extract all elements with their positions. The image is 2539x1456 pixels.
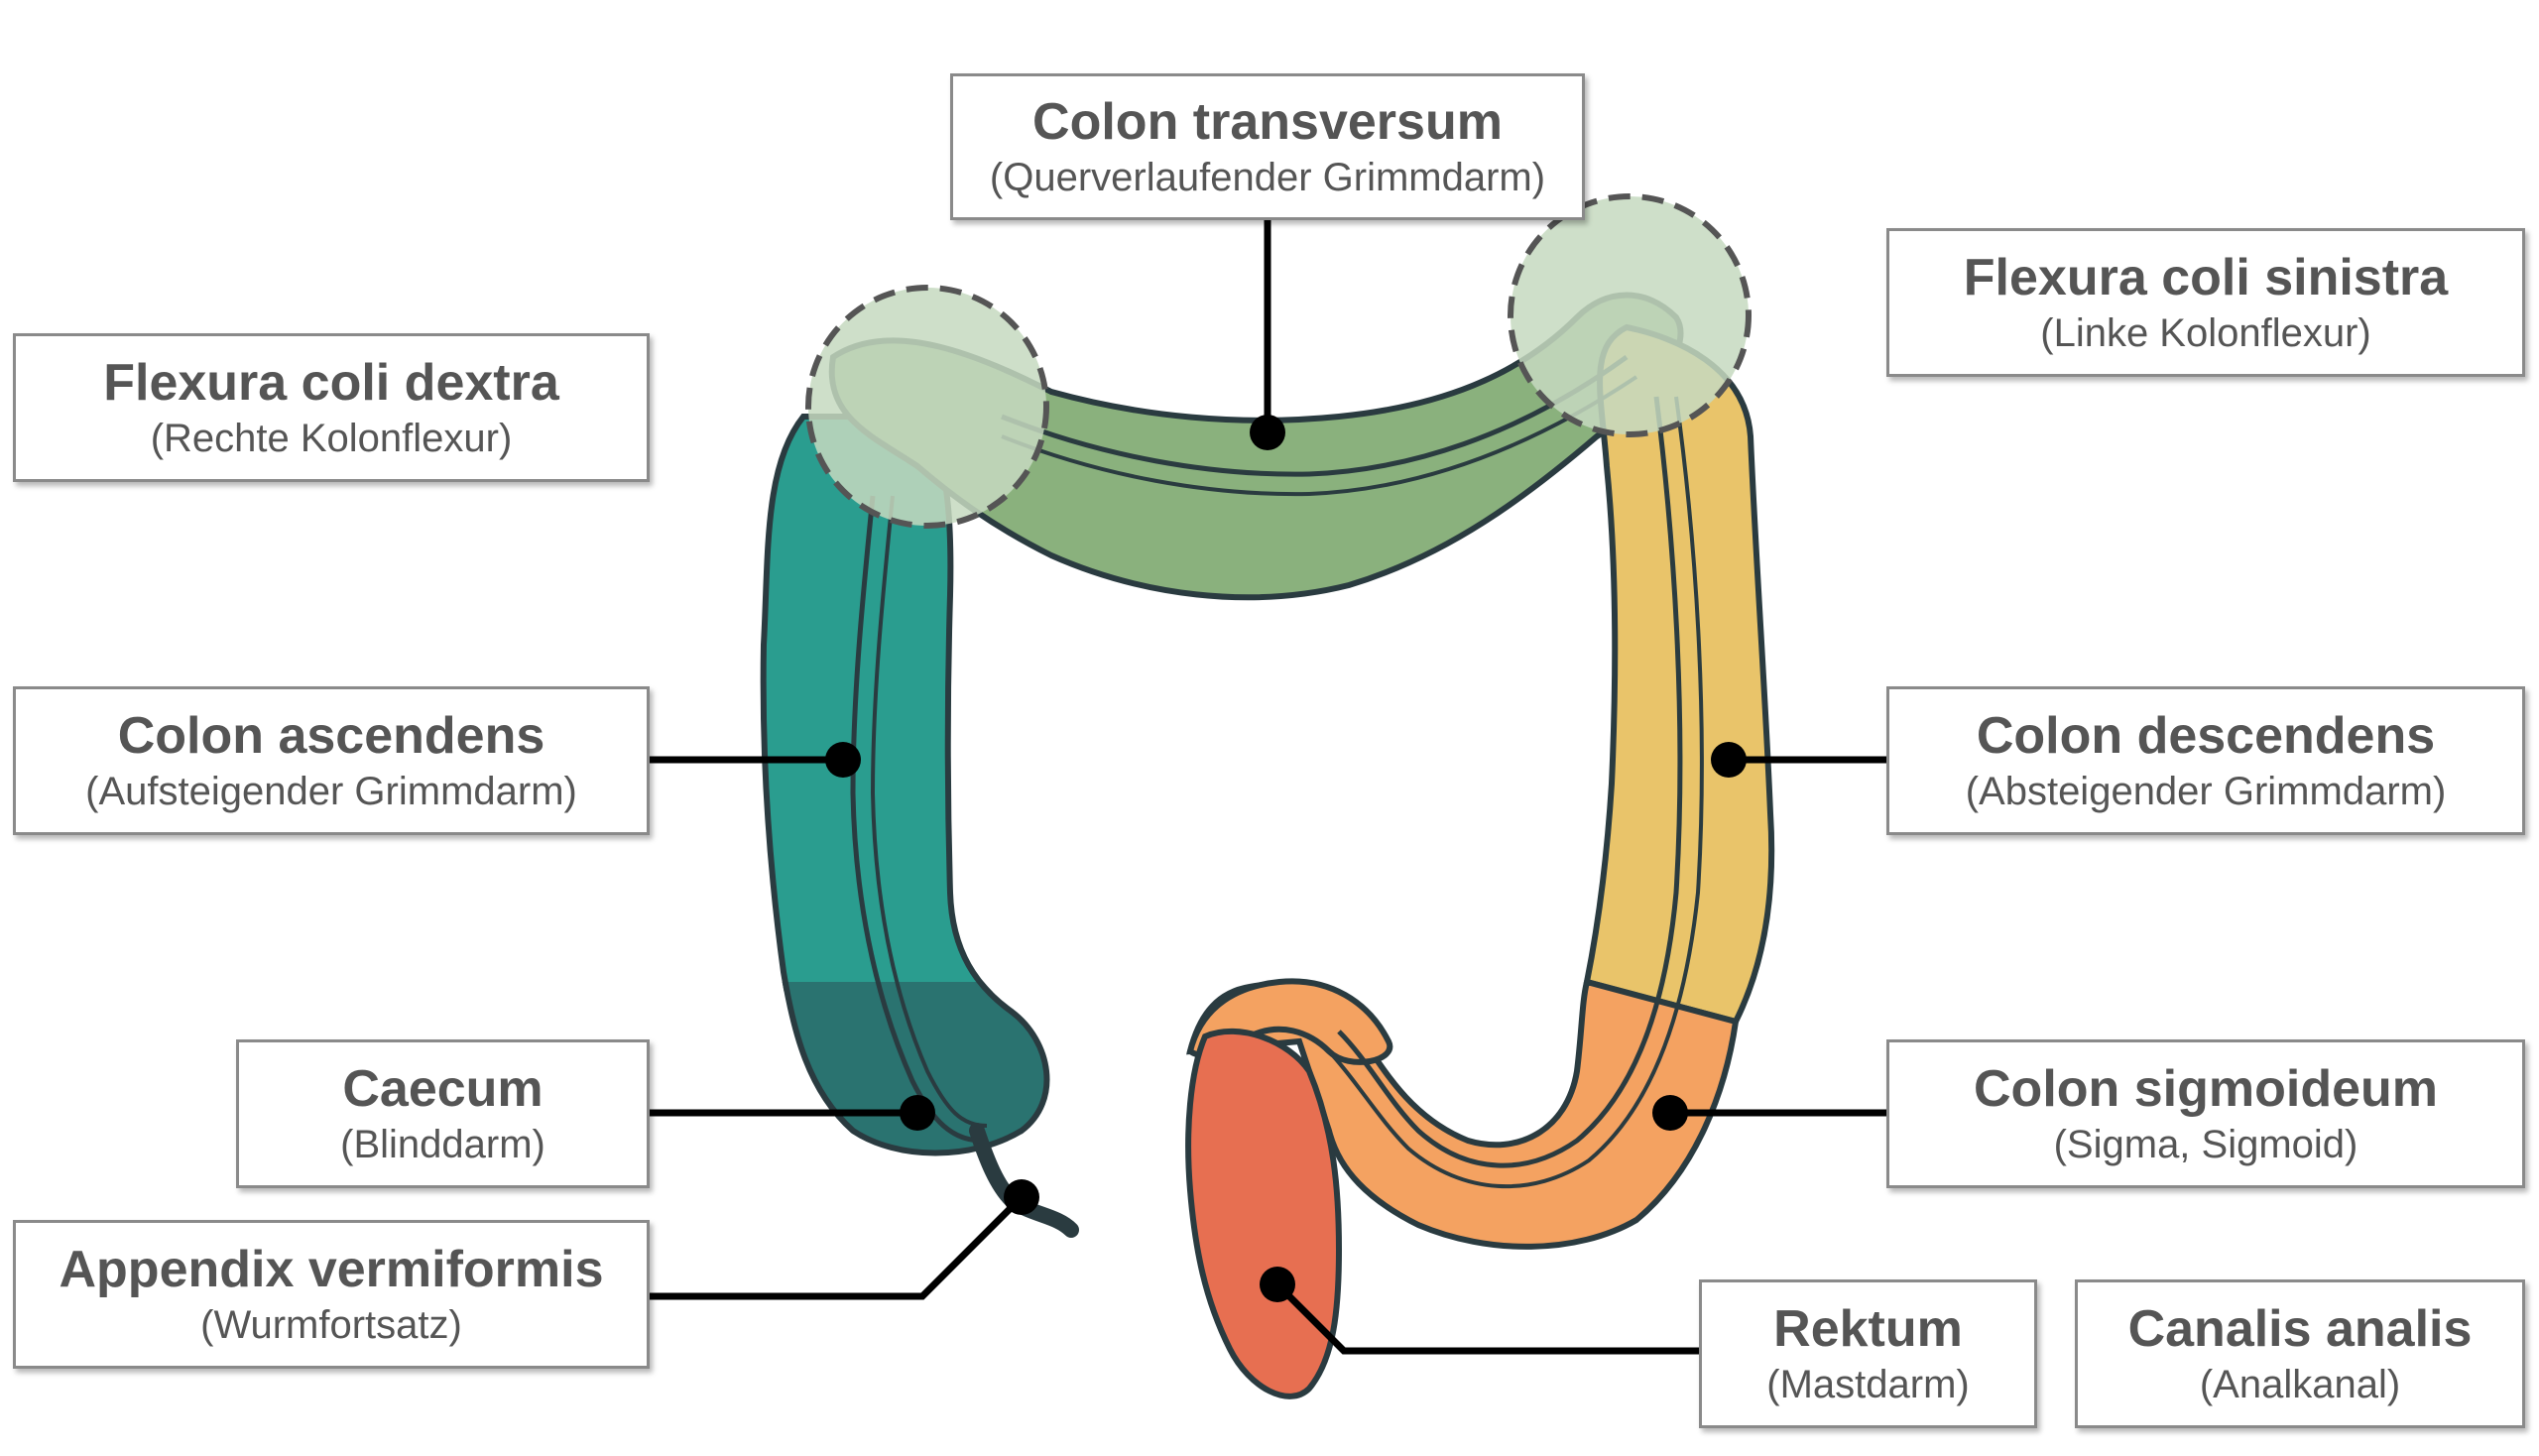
label-subtitle: (Linke Kolonflexur) xyxy=(2040,311,2371,355)
leader-dot-descendens xyxy=(1711,742,1747,778)
leader-dot-appendix xyxy=(1004,1179,1039,1215)
label-subtitle: (Analkanal) xyxy=(2199,1363,2401,1406)
label-rektum: Rektum (Mastdarm) xyxy=(1699,1279,2037,1428)
vessel-line-descendens xyxy=(1337,396,1683,1168)
label-flexura-coli-dextra: Flexura coli dextra (Rechte Kolonflexur) xyxy=(13,333,650,482)
label-subtitle: (Querverlaufender Grimmdarm) xyxy=(989,156,1546,199)
leader-dot-rektum xyxy=(1260,1267,1295,1302)
rektum-segment xyxy=(1185,1028,1343,1399)
label-subtitle: (Mastdarm) xyxy=(1766,1363,1970,1406)
label-subtitle: (Blinddarm) xyxy=(340,1123,545,1166)
leader-dot-transversum xyxy=(1250,415,1285,450)
label-colon-descendens: Colon descendens (Absteigender Grimmdarm… xyxy=(1886,686,2525,835)
label-appendix-vermiformis: Appendix vermiformis (Wurmfortsatz) xyxy=(13,1220,650,1369)
label-title: Canalis analis xyxy=(2127,1300,2473,1358)
vessel-line-transversum xyxy=(1001,354,1629,477)
label-subtitle: (Aufsteigender Grimmdarm) xyxy=(85,770,577,813)
label-subtitle: (Wurmfortsatz) xyxy=(200,1303,462,1347)
label-canalis-analis: Canalis analis (Analkanal) xyxy=(2075,1279,2525,1428)
flexura-dextra-highlight xyxy=(805,285,1049,529)
label-title: Caecum xyxy=(342,1060,544,1118)
label-caecum: Caecum (Blinddarm) xyxy=(236,1039,650,1188)
label-colon-transversum: Colon transversum (Querverlaufender Grim… xyxy=(950,73,1585,220)
label-title: Flexura coli sinistra xyxy=(1963,249,2449,306)
label-title: Appendix vermiformis xyxy=(59,1241,604,1298)
vessel-line-transversum-inner xyxy=(1001,375,1638,497)
label-title: Colon ascendens xyxy=(117,707,545,765)
vessel-line-descendens-inner xyxy=(1327,396,1704,1189)
label-colon-sigmoideum: Colon sigmoideum (Sigma, Sigmoid) xyxy=(1886,1039,2525,1188)
vessel-line-ascendens-inner xyxy=(870,495,988,1128)
label-title: Rektum xyxy=(1773,1300,1963,1358)
label-subtitle: (Absteigender Grimmdarm) xyxy=(1965,770,2447,813)
leader-line-appendix xyxy=(650,1194,1025,1300)
label-title: Flexura coli dextra xyxy=(103,354,559,412)
label-subtitle: (Rechte Kolonflexur) xyxy=(150,417,513,460)
leader-line-rektum xyxy=(1274,1281,1699,1355)
leader-dot-ascendens xyxy=(825,742,861,778)
label-colon-ascendens: Colon ascendens (Aufsteigender Grimmdarm… xyxy=(13,686,650,835)
label-flexura-coli-sinistra: Flexura coli sinistra (Linke Kolonflexur… xyxy=(1886,228,2525,377)
label-title: Colon sigmoideum xyxy=(1974,1060,2438,1118)
label-subtitle: (Sigma, Sigmoid) xyxy=(2053,1123,2358,1166)
label-title: Colon transversum xyxy=(1032,93,1503,151)
flexura-sinistra-highlight xyxy=(1508,193,1752,437)
leader-dot-caecum xyxy=(900,1095,935,1131)
leader-dot-sigmoideum xyxy=(1652,1095,1688,1131)
label-title: Colon descendens xyxy=(1976,707,2436,765)
